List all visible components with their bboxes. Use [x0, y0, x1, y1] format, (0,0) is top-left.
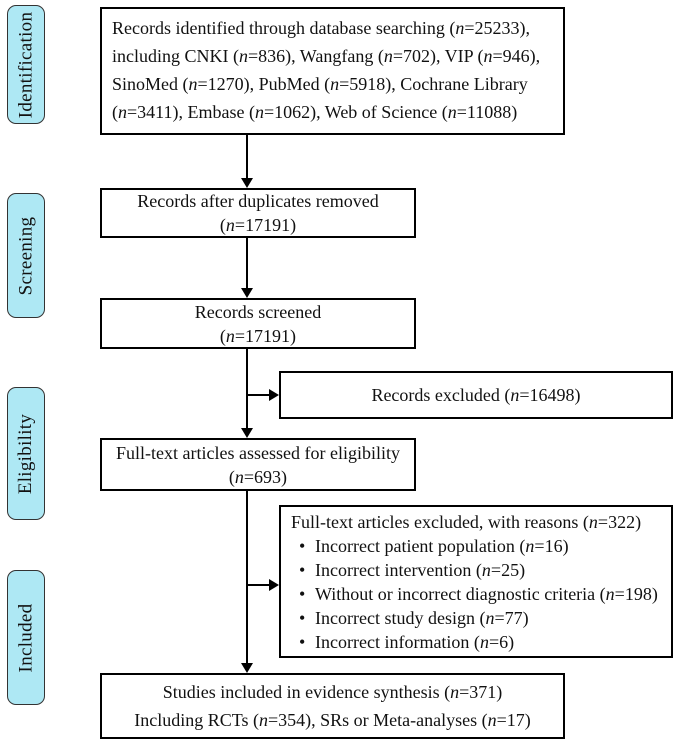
stage-label-text: Eligibility [15, 413, 37, 494]
box-records-excluded: Records excluded (n=16498) [279, 371, 673, 419]
arrow-screened-to-assessed-head [241, 428, 253, 438]
arrow-assessed-to-included-line [246, 491, 248, 664]
stage-label-included: Included [7, 570, 45, 705]
stage-label-identification: Identification [7, 5, 45, 124]
box-duplicates-removed: Records after duplicates removed (n=1719… [100, 188, 416, 238]
arrow-branch-records-excluded-line [247, 394, 270, 396]
exclusion-reason-item: Incorrect information (n=6) [291, 630, 663, 654]
arrow-duplicates-to-screened-head [241, 288, 253, 298]
box-fulltext-excluded-title: Full-text articles excluded, with reason… [291, 512, 642, 532]
box-records-excluded-text: Records excluded (n=16498) [371, 385, 581, 405]
arrow-screened-to-assessed-line [246, 349, 248, 429]
arrow-branch-records-excluded-head [269, 389, 279, 401]
arrow-identified-to-duplicates-line [246, 135, 248, 179]
box-duplicates-removed-text: Records after duplicates removed (n=1719… [137, 191, 379, 235]
box-studies-included-text: Studies included in evidence synthesis (… [134, 682, 531, 730]
box-fulltext-assessed-text: Full-text articles assessed for eligibil… [116, 442, 400, 487]
stage-label-text: Identification [15, 11, 36, 118]
arrow-duplicates-to-screened-line [246, 238, 248, 289]
box-records-identified-text: Records identified through database sear… [112, 18, 541, 122]
stage-label-screening: Screening [7, 193, 45, 318]
box-records-screened-text: Records screened (n=17191) [194, 301, 322, 346]
box-fulltext-assessed: Full-text articles assessed for eligibil… [100, 438, 416, 491]
exclusion-reason-item: Incorrect study design (n=77) [291, 606, 663, 630]
exclusion-reason-item: Incorrect intervention (n=25) [291, 558, 663, 582]
box-fulltext-excluded: Full-text articles excluded, with reason… [279, 505, 673, 658]
stage-label-text: Included [15, 603, 36, 672]
stage-label-text: Screening [15, 216, 36, 295]
exclusion-reasons-list: Incorrect patient population (n=16)Incor… [291, 534, 663, 654]
arrow-branch-fulltext-excluded-line [247, 584, 270, 586]
arrow-branch-fulltext-excluded-head [269, 579, 279, 591]
arrow-assessed-to-included-head [241, 663, 253, 673]
box-records-identified: Records identified through database sear… [100, 7, 565, 135]
arrow-identified-to-duplicates-head [241, 178, 253, 188]
exclusion-reason-item: Incorrect patient population (n=16) [291, 534, 663, 558]
exclusion-reason-item: Without or incorrect diagnostic criteria… [291, 582, 663, 606]
box-studies-included: Studies included in evidence synthesis (… [100, 673, 565, 739]
box-records-screened: Records screened (n=17191) [100, 298, 416, 349]
stage-label-eligibility: Eligibility [7, 387, 45, 520]
